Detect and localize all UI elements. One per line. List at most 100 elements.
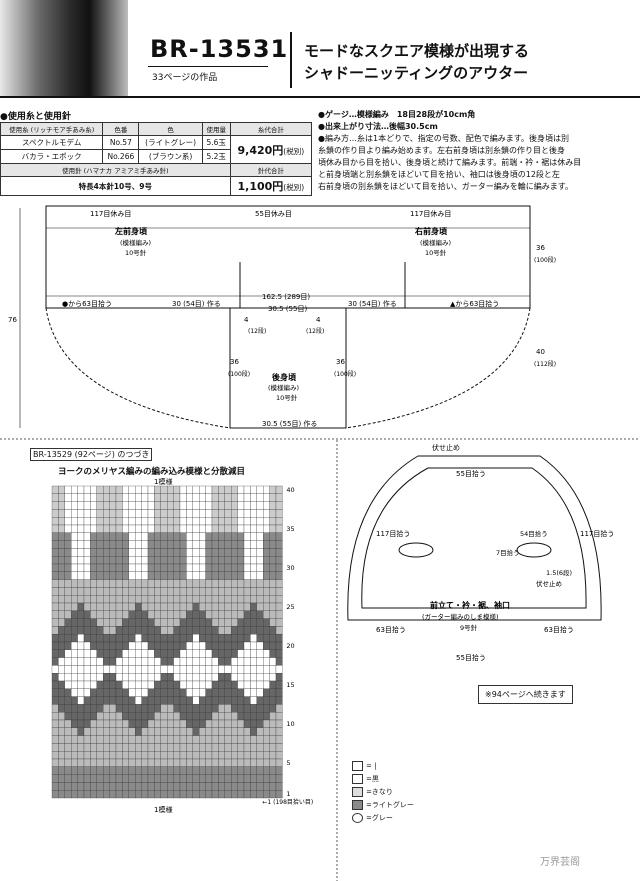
chart-cell — [237, 712, 245, 721]
chart-cell — [199, 790, 206, 799]
chart-cell — [269, 524, 277, 533]
chart-cell — [167, 774, 174, 783]
chart-cell — [179, 680, 187, 689]
chart-cell — [179, 509, 187, 518]
chart-cell — [90, 774, 97, 783]
chart-cell — [135, 532, 142, 541]
chart-cell — [205, 665, 213, 674]
chart-cell — [218, 556, 225, 565]
chart-cell — [256, 517, 264, 526]
chart-cell — [58, 579, 65, 588]
chart-cell — [224, 501, 232, 510]
chart-cell — [51, 618, 59, 627]
chart-cell — [211, 704, 219, 713]
chart-cell — [71, 782, 78, 791]
chart-cell — [263, 680, 270, 689]
chart-cell — [237, 618, 245, 627]
chart-cell — [122, 649, 129, 658]
chart-cell — [269, 719, 277, 728]
chart-cell — [71, 688, 78, 697]
chart-cell — [186, 524, 193, 533]
chart-cell — [192, 758, 200, 767]
chart-cell — [211, 485, 219, 494]
chart-cell — [256, 688, 264, 697]
chart-cell — [90, 595, 97, 604]
chart-cell — [160, 704, 168, 713]
chart-cell — [51, 556, 59, 565]
yarn-name: スペクトルモデム — [0, 135, 104, 150]
chart-cell — [115, 540, 123, 549]
chart-cell — [122, 563, 129, 572]
chart-cell — [243, 751, 251, 760]
chart-cell — [237, 719, 245, 728]
chart-cell — [71, 634, 78, 643]
chart-cell — [141, 665, 149, 674]
chart-cell — [269, 509, 277, 518]
chart-cell — [199, 751, 206, 760]
chart-cell — [115, 579, 123, 588]
chart-cell — [167, 712, 174, 721]
chart-cell — [173, 524, 181, 533]
chart-cell — [122, 704, 129, 713]
chart-cell — [154, 712, 161, 721]
chart-cell — [186, 766, 193, 775]
chart-cell — [141, 719, 149, 728]
chart-cell — [96, 517, 104, 526]
chart-cell — [109, 571, 117, 580]
chart-cell — [71, 774, 78, 783]
chart-cell — [128, 618, 136, 627]
chart-cell — [51, 626, 59, 635]
chart-cell — [90, 602, 97, 611]
chart-cell — [218, 649, 225, 658]
chart-cell — [263, 540, 270, 549]
chart-cell — [90, 641, 97, 650]
chart-cell — [256, 485, 264, 494]
row-number: 35 — [286, 525, 294, 533]
chart-cell — [122, 751, 129, 760]
label: 30.5 (55目) — [268, 305, 307, 313]
chart-cell — [263, 587, 270, 596]
chart-cell — [141, 774, 149, 783]
chart-cell — [224, 595, 232, 604]
chart-cell — [83, 649, 91, 658]
chart-cell — [71, 657, 78, 666]
chart-cell — [147, 696, 155, 705]
chart-cell — [237, 571, 245, 580]
chart-cell — [109, 548, 117, 557]
chart-cell — [173, 665, 181, 674]
chart-cell — [269, 735, 277, 744]
chart-cell — [64, 790, 72, 799]
chart-cell — [115, 649, 123, 658]
chart-cell — [141, 641, 149, 650]
chart-cell — [243, 696, 251, 705]
chart-cell — [211, 774, 219, 783]
chart-cell — [141, 517, 149, 526]
chart-cell — [205, 634, 213, 643]
chart-cell — [141, 626, 149, 635]
chart-cell — [51, 571, 59, 580]
chart-cell — [51, 751, 59, 760]
chart-cell — [141, 579, 149, 588]
chart-cell — [109, 688, 117, 697]
yarn-no: No.57 — [102, 135, 140, 150]
chart-cell — [186, 563, 193, 572]
chart-cell — [96, 524, 104, 533]
chart-cell — [51, 665, 59, 674]
chart-cell — [243, 657, 251, 666]
chart-cell — [115, 634, 123, 643]
chart-cell — [263, 649, 270, 658]
legend-item: =ライトグレー — [352, 799, 414, 812]
chart-cell — [83, 790, 91, 799]
chart-cell — [173, 774, 181, 783]
chart-cell — [192, 774, 200, 783]
chart-cell — [90, 719, 97, 728]
chart-cell — [231, 610, 238, 619]
chart-cell — [128, 735, 136, 744]
chart-cell — [167, 790, 174, 799]
chart-cell — [205, 704, 213, 713]
chart-cell — [135, 790, 142, 799]
chart-cell — [96, 766, 104, 775]
chart-cell — [109, 485, 117, 494]
chart-cell — [205, 735, 213, 744]
chart-cell — [211, 548, 219, 557]
